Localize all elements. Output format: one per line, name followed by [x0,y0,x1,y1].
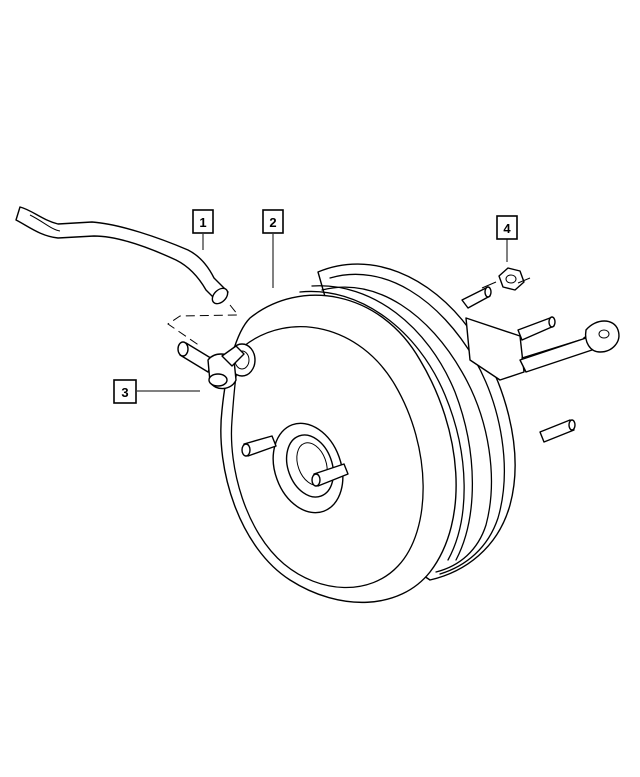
callout-1: 1 [192,209,214,234]
callout-1-label: 1 [199,215,206,230]
hose-routing-dashed-line [167,304,240,347]
brake-booster [220,263,516,604]
nut [481,267,531,291]
pushrod [519,320,620,373]
callout-2-label: 2 [269,215,276,230]
vacuum-hose [15,206,229,305]
callout-3: 3 [113,379,137,404]
callout-3-label: 3 [121,385,128,400]
callout-4: 4 [496,215,518,240]
callout-2: 2 [262,209,284,234]
check-valve [177,341,245,390]
callout-4-label: 4 [503,221,511,236]
